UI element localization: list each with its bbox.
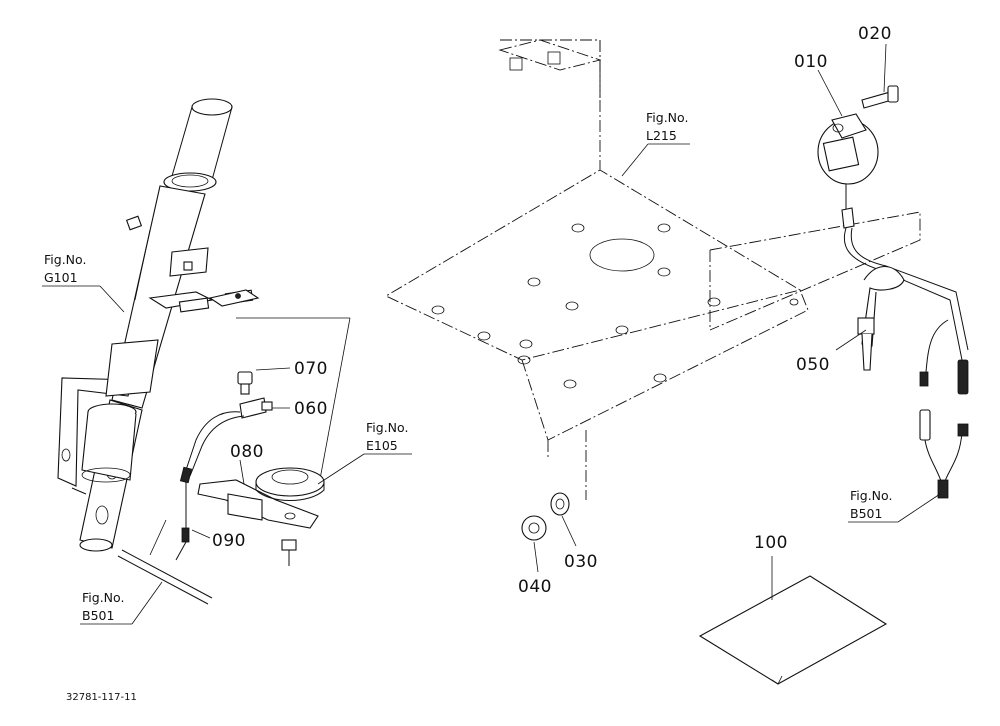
bolt-070: [237, 371, 253, 395]
part-number-labels: 010 020 050 070 060 080 090 030 040 100: [212, 24, 892, 597]
steering-column-assembly: [57, 98, 351, 605]
drawing-code: 32781-117-11: [66, 692, 137, 703]
label-040: 040: [518, 577, 552, 597]
bracket-080: [197, 479, 319, 566]
decal-sheet-100: [698, 575, 888, 685]
plate-e105: [255, 467, 325, 501]
label-100: 100: [754, 533, 788, 553]
label-080: 080: [230, 442, 264, 462]
fig-ref-g101-line2: G101: [44, 270, 78, 285]
switch-060-assembly: [175, 397, 273, 561]
fig-ref-b501-right-line2: B501: [850, 506, 882, 521]
bolt-020: [861, 85, 899, 109]
washer-030: [550, 492, 570, 516]
figure-reference-labels: Fig.No. G101 Fig.No. B501 Fig.No. E105 F…: [44, 110, 892, 623]
label-010: 010: [794, 52, 828, 72]
leader-lines: [42, 43, 941, 625]
fig-ref-l215-line2: L215: [646, 128, 677, 143]
horn-010: [817, 113, 879, 210]
label-070: 070: [294, 359, 328, 379]
fig-ref-e105-line1: Fig.No.: [366, 420, 408, 435]
fig-ref-l215-line1: Fig.No.: [646, 110, 688, 125]
fig-ref-b501-left-line2: B501: [82, 608, 114, 623]
frame-plate: [385, 39, 921, 500]
label-060: 060: [294, 399, 328, 419]
fig-ref-b501-right-line1: Fig.No.: [850, 488, 892, 503]
fig-ref-e105-line2: E105: [366, 438, 398, 453]
label-050: 050: [796, 355, 830, 375]
fig-ref-b501-left-line1: Fig.No.: [82, 590, 124, 605]
nut-040: [521, 515, 547, 541]
label-090: 090: [212, 531, 246, 551]
harness-050: [841, 207, 969, 499]
label-020: 020: [858, 24, 892, 44]
label-030: 030: [564, 552, 598, 572]
fig-ref-g101-line1: Fig.No.: [44, 252, 86, 267]
